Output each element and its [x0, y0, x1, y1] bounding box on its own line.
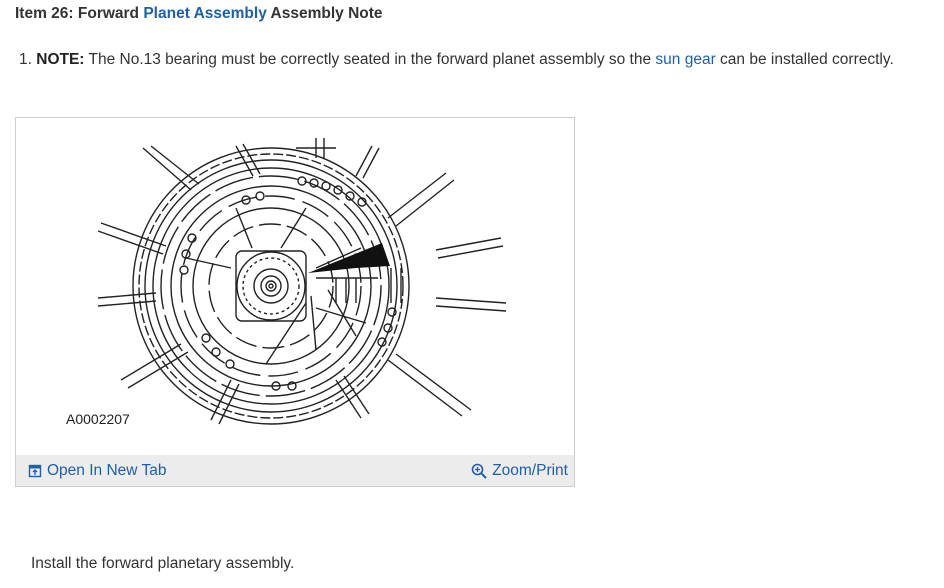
- zoom-print-link[interactable]: Zoom/Print: [471, 462, 568, 480]
- planet-assembly-illustration: A0002207: [66, 138, 507, 427]
- image-code: A0002207: [66, 411, 130, 427]
- instruction-text: Install the forward planetary assembly.: [31, 555, 295, 572]
- magnifier-plus-icon: [471, 463, 487, 479]
- figure-footer: Open In New Tab Zoom/Print: [16, 455, 574, 486]
- zoom-print-label: Zoom/Print: [492, 462, 568, 479]
- title-suffix: Assembly Note: [266, 5, 383, 22]
- open-in-new-tab-link[interactable]: Open In New Tab: [28, 462, 166, 480]
- sun-gear-link[interactable]: sun gear: [655, 51, 716, 68]
- planet-assembly-link[interactable]: Planet Assembly: [143, 5, 267, 22]
- note-text-after: can be installed correctly.: [715, 51, 894, 68]
- figure-container: A0002207 Open In New Tab Zoom/Print: [15, 117, 575, 487]
- note-text-before: The No.13 bearing must be correctly seat…: [84, 51, 656, 68]
- note-label: NOTE:: [36, 51, 85, 68]
- note-step: 1. NOTE: The No.13 bearing must be corre…: [19, 50, 894, 70]
- step-number: 1.: [19, 51, 32, 68]
- open-new-tab-icon: [28, 464, 42, 478]
- item-title: Item 26: Forward Planet Assembly Assembl…: [15, 4, 383, 24]
- title-prefix: Item 26: Forward: [15, 5, 144, 22]
- open-in-new-tab-label: Open In New Tab: [47, 462, 167, 479]
